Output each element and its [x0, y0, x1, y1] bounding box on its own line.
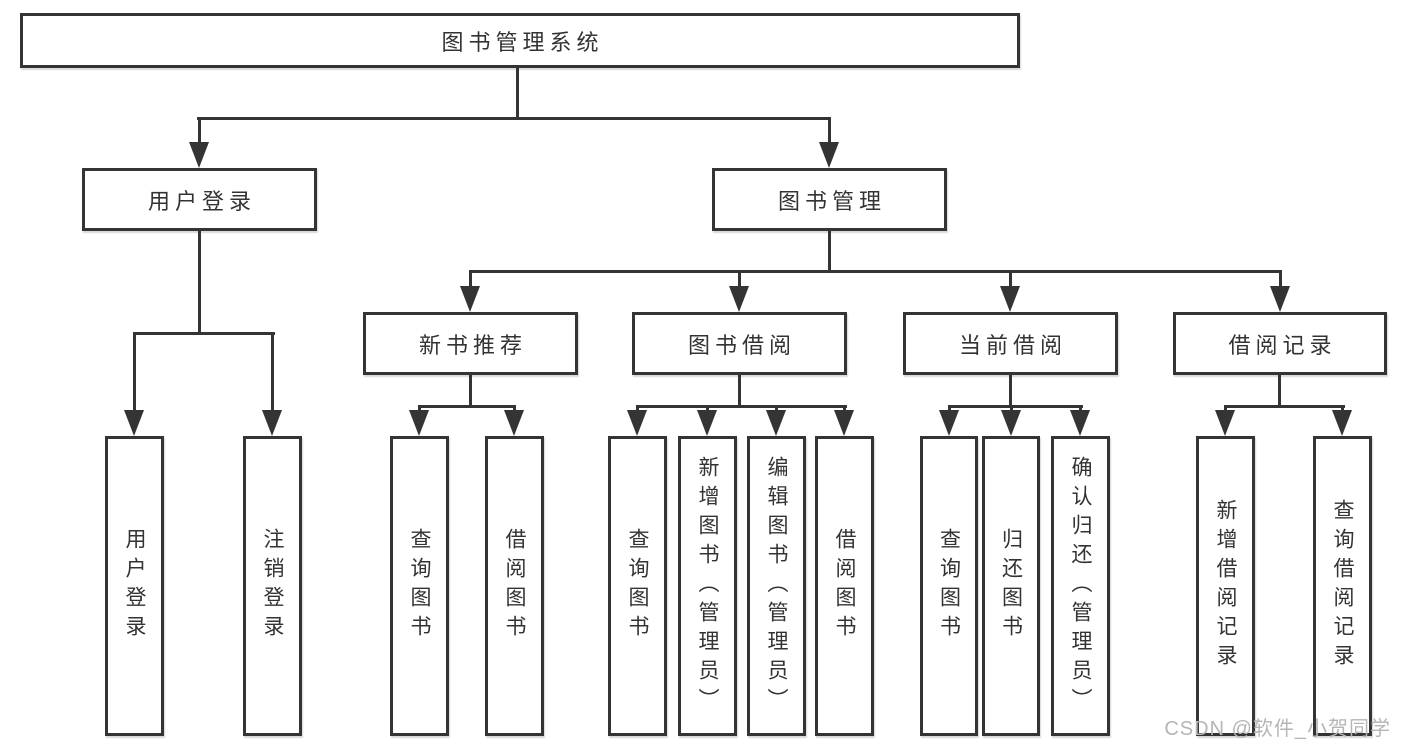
leaf-borrow-add-books-admin: 新增图书（管理员）	[678, 436, 737, 736]
arrow-down-icon	[729, 270, 749, 312]
leaf-label: 查询借阅记录	[1331, 499, 1354, 673]
leaf-borrow-edit-books-admin: 编辑图书（管理员）	[747, 436, 806, 736]
connector-line	[948, 405, 1083, 408]
node-library-management-system: 图书管理系统	[20, 13, 1020, 68]
leaf-borrow-query-books: 查询图书	[608, 436, 667, 736]
csdn-watermark: CSDN @软件_小贺同学	[1164, 718, 1391, 740]
arrow-down-icon	[189, 117, 209, 168]
leaf-recommend-borrow-books: 借阅图书	[485, 436, 544, 736]
arrow-down-icon	[939, 405, 959, 436]
leaf-current-query-books: 查询图书	[920, 436, 978, 736]
leaf-current-confirm-return-admin: 确认归还（管理员）	[1051, 436, 1110, 736]
arrow-down-icon	[409, 405, 429, 436]
connector-line	[1009, 375, 1012, 408]
arrow-down-icon	[262, 332, 282, 436]
connector-line	[469, 270, 1282, 273]
arrow-down-icon	[766, 405, 786, 436]
leaf-borrow-borrow-books: 借阅图书	[815, 436, 874, 736]
leaf-current-return-books: 归还图书	[982, 436, 1040, 736]
arrow-down-icon	[1070, 405, 1090, 436]
leaf-label: 借阅图书	[833, 528, 856, 644]
arrow-down-icon	[1000, 270, 1020, 312]
leaf-label: 查询图书	[626, 528, 649, 644]
connector-line	[469, 375, 472, 408]
connector-line	[516, 68, 519, 120]
node-user-login: 用户登录	[82, 168, 317, 231]
arrow-down-icon	[697, 405, 717, 436]
connector-line	[636, 405, 847, 408]
arrow-down-icon	[834, 405, 854, 436]
node-borrowing-records: 借阅记录	[1173, 312, 1387, 375]
connector-line	[418, 405, 516, 408]
node-current-borrowing: 当前借阅	[903, 312, 1118, 375]
arrow-down-icon	[1215, 405, 1235, 436]
leaf-label: 编辑图书（管理员）	[765, 455, 788, 717]
connector-line	[133, 332, 275, 335]
leaf-label: 查询图书	[408, 528, 431, 644]
connector-line	[1278, 375, 1281, 408]
connector-line	[1224, 405, 1345, 408]
node-book-management: 图书管理	[712, 168, 947, 231]
leaf-label: 借阅图书	[503, 528, 526, 644]
node-new-book-recommendation: 新书推荐	[363, 312, 578, 375]
arrow-down-icon	[1270, 270, 1290, 312]
arrow-down-icon	[1332, 405, 1352, 436]
leaf-logout: 注销登录	[243, 436, 302, 736]
connector-line	[738, 375, 741, 408]
leaf-records-add-borrow-record: 新增借阅记录	[1196, 436, 1255, 736]
connector-line	[828, 231, 831, 273]
connector-line	[197, 117, 831, 120]
arrow-down-icon	[504, 405, 524, 436]
arrow-down-icon	[1001, 405, 1021, 436]
leaf-label: 用户登录	[123, 528, 146, 644]
leaf-label: 确认归还（管理员）	[1069, 455, 1092, 717]
arrow-down-icon	[819, 117, 839, 168]
leaf-label: 查询图书	[937, 528, 961, 644]
node-book-borrowing: 图书借阅	[632, 312, 847, 375]
leaf-label: 注销登录	[261, 528, 284, 644]
arrow-down-icon	[460, 270, 480, 312]
leaf-label: 新增图书（管理员）	[696, 455, 719, 717]
leaf-user-login: 用户登录	[105, 436, 164, 736]
arrow-down-icon	[627, 405, 647, 436]
leaf-label: 归还图书	[999, 528, 1023, 644]
leaf-label: 新增借阅记录	[1214, 499, 1237, 673]
arrow-down-icon	[124, 332, 144, 436]
connector-line	[198, 231, 201, 335]
leaf-records-query-borrow-record: 查询借阅记录	[1313, 436, 1372, 736]
leaf-recommend-query-books: 查询图书	[390, 436, 449, 736]
